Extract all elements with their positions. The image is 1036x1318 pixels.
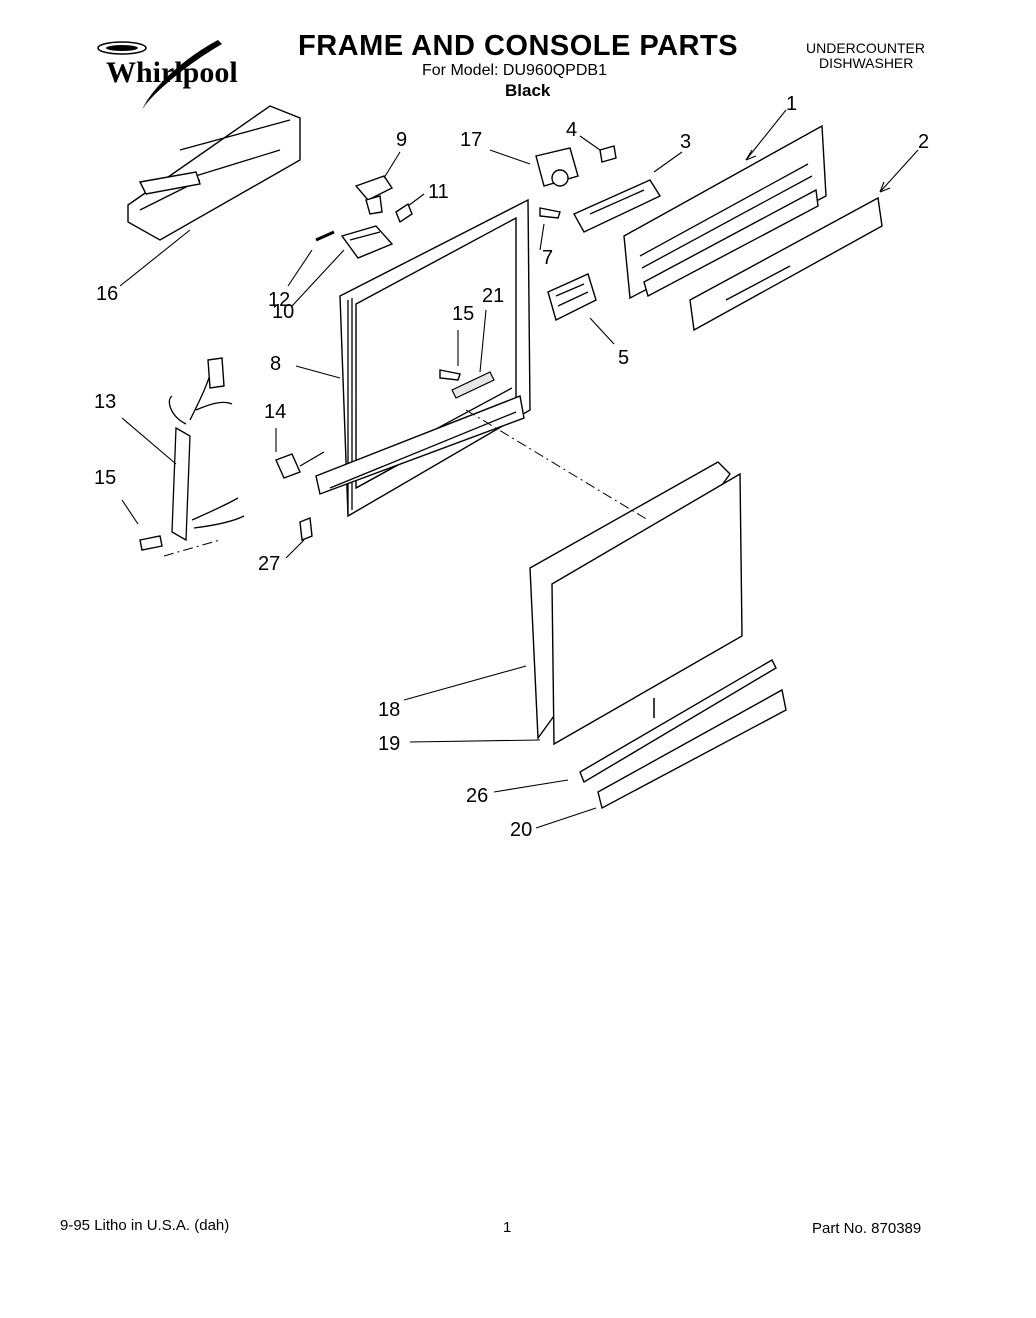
product-type-line1: UNDERCOUNTER xyxy=(806,40,925,56)
callout-13: 13 xyxy=(94,391,116,413)
part-3-control-board xyxy=(573,179,662,233)
part-27-clip xyxy=(299,517,313,541)
part-20-trim xyxy=(597,688,787,810)
part-10-bracket xyxy=(340,225,394,259)
part-12-pin xyxy=(315,230,335,242)
callout-16: 16 xyxy=(96,283,118,305)
model-number: For Model: DU960QPDB1 xyxy=(422,62,607,79)
part-5-keypad xyxy=(547,273,597,322)
callout-15-lower: 15 xyxy=(94,467,116,489)
callout-18: 18 xyxy=(378,699,400,721)
part-9-switch xyxy=(354,175,394,215)
leader-lines xyxy=(119,109,919,829)
whirlpool-logo: Whirlpool xyxy=(92,36,252,118)
callout-15: 15 xyxy=(452,303,474,325)
callout-21: 21 xyxy=(482,285,504,307)
part-7-screw xyxy=(539,207,561,219)
part-8-frame xyxy=(315,198,531,518)
callout-labels: 1 2 3 4 5 7 8 9 10 11 12 13 14 15 15 16 … xyxy=(94,93,929,841)
part-26-trim xyxy=(579,659,777,784)
callout-12: 12 xyxy=(268,289,290,311)
callout-26: 26 xyxy=(466,785,488,807)
product-type-line2: DISHWASHER xyxy=(819,55,914,71)
callout-9: 9 xyxy=(396,129,407,151)
callout-10: 10 xyxy=(272,301,294,323)
callout-2: 2 xyxy=(918,131,929,153)
part-18-door-panel xyxy=(529,461,743,746)
callout-1: 1 xyxy=(786,93,797,115)
callout-5: 5 xyxy=(618,347,629,369)
callout-8: 8 xyxy=(270,353,281,375)
callout-14: 14 xyxy=(264,401,286,423)
page-title: FRAME AND CONSOLE PARTS xyxy=(298,30,739,62)
callout-20: 20 xyxy=(510,819,532,841)
part-15-screw xyxy=(439,369,461,381)
part-21-strip xyxy=(451,371,495,399)
part-15-screw-lower xyxy=(139,535,163,551)
part-14-sensor xyxy=(275,451,325,479)
assembly-line xyxy=(465,409,649,521)
callout-7: 7 xyxy=(542,247,553,269)
svg-text:Whirlpool: Whirlpool xyxy=(106,56,238,89)
litho-note: 9-95 Litho in U.S.A. (dah) xyxy=(60,1217,230,1234)
callout-19: 19 xyxy=(378,733,400,755)
part-16-vent xyxy=(127,105,301,241)
part-11-screw xyxy=(395,202,413,224)
page-number: 1 xyxy=(503,1219,512,1236)
callout-11: 11 xyxy=(428,181,449,203)
part-13-harness xyxy=(168,357,245,542)
assembly-line-lower xyxy=(163,539,221,557)
callout-17: 17 xyxy=(460,129,482,151)
part-1-console xyxy=(623,124,827,300)
callout-4: 4 xyxy=(566,119,577,141)
part-4-button xyxy=(599,145,617,163)
part-17-selector xyxy=(535,147,579,187)
part-number: Part No. 870389 xyxy=(812,1220,922,1237)
callout-27: 27 xyxy=(258,553,280,575)
callout-3: 3 xyxy=(680,131,691,153)
color-label: Black xyxy=(505,81,551,100)
part-2-trim xyxy=(689,196,883,332)
